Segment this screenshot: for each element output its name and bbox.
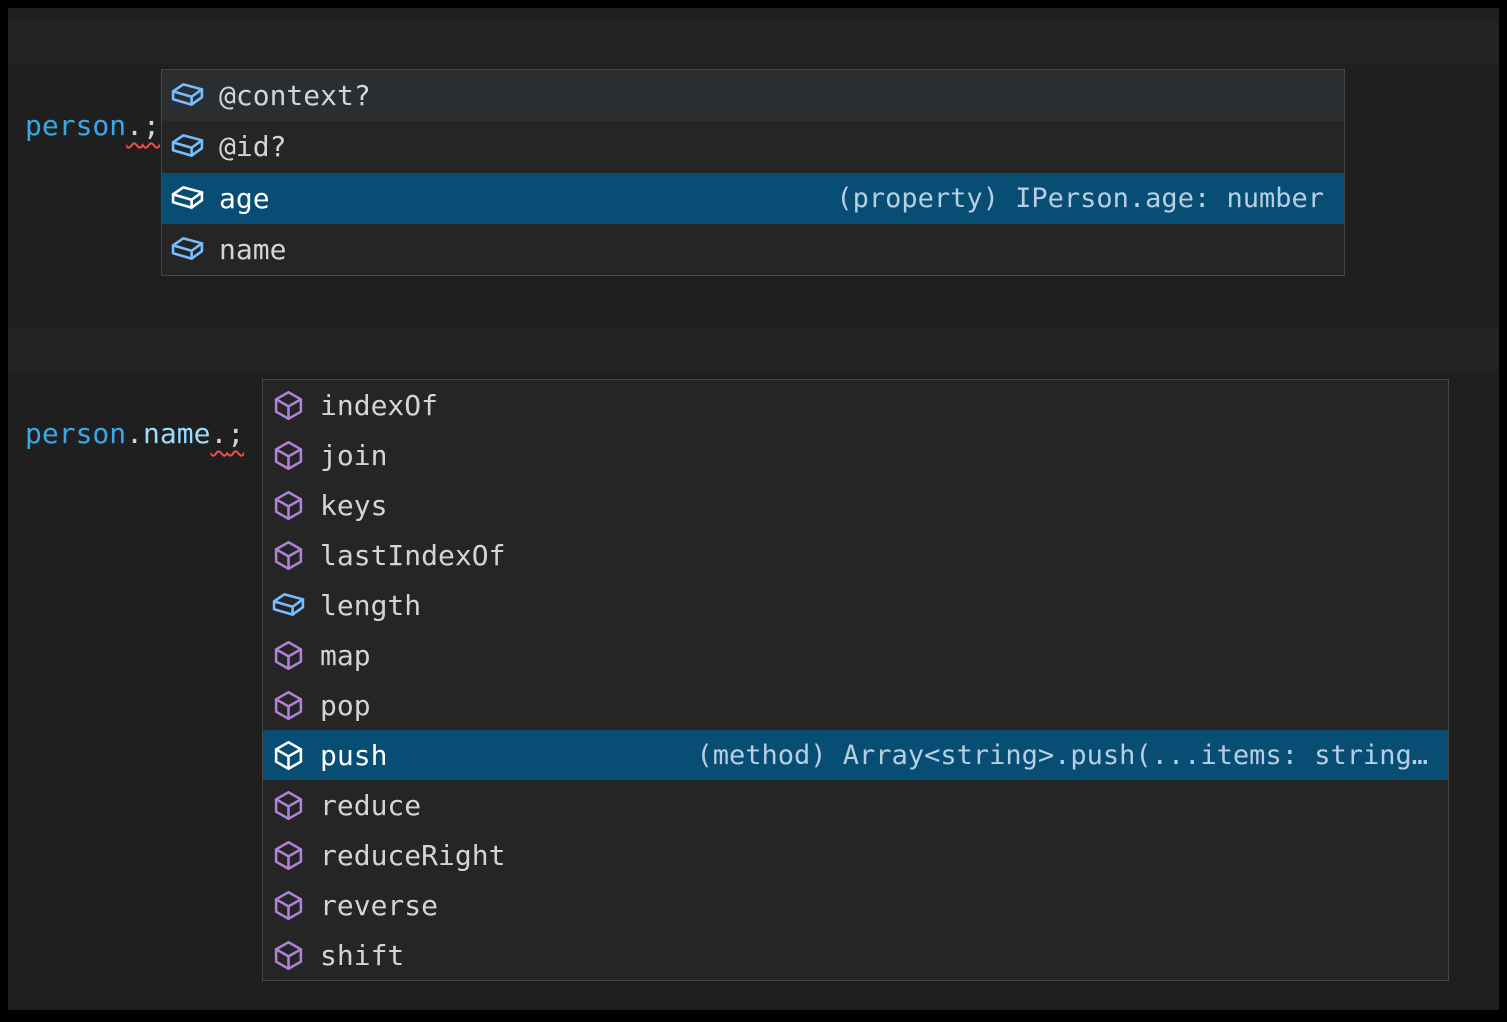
symbol-field-icon [171,236,204,260]
suggest-widget-person-name: indexOf join keys lastIndexOf [262,379,1449,981]
suggestion-item[interactable]: shift [263,930,1448,980]
symbol-method-icon [274,540,303,570]
suggestion-label: map [320,638,371,672]
suggestion-item[interactable]: reduceRight [263,830,1448,880]
symbol-method-icon [274,490,303,520]
suggestion-label: @id? [219,130,287,164]
suggestion-label: push [320,738,388,772]
suggestion-item[interactable]: @id? [162,121,1344,172]
suggestion-item[interactable]: reverse [263,880,1448,930]
suggestion-item[interactable]: name [162,224,1344,275]
suggestion-detail: (property) IPerson.age: number [836,182,1324,214]
code-token: person [25,109,127,142]
symbol-method-icon [274,690,303,720]
symbol-method-icon [274,890,303,920]
symbol-field-icon [171,134,204,158]
suggestion-item[interactable]: pop [263,680,1448,730]
suggestion-detail: (method) Array<string>.push(...items: st… [696,739,1429,771]
suggestion-label: age [219,181,270,215]
symbol-method-icon [274,940,303,970]
symbol-method-icon [274,840,303,870]
suggestion-label: reduceRight [320,838,506,872]
suggestion-label: keys [320,488,388,522]
code-token: . [210,417,228,450]
suggestion-item[interactable]: push (method) Array<string>.push(...item… [263,730,1448,780]
code-token: . [126,417,144,450]
suggestion-label: reduce [320,788,422,822]
symbol-method-icon [274,740,303,770]
code-line-person[interactable]: person.; [25,21,160,147]
symbol-field-icon [272,592,305,616]
symbol-method-icon [274,640,303,670]
suggestion-label: reverse [320,888,439,922]
code-token: person [25,417,127,450]
current-line-highlight [8,21,1499,63]
code-line-person-name[interactable]: person.name.; [25,329,244,455]
code-token: name [143,417,211,450]
suggestion-item[interactable]: join [263,430,1448,480]
suggestion-item[interactable]: map [263,630,1448,680]
suggestion-item[interactable]: reduce [263,780,1448,830]
suggestion-label: join [320,438,388,472]
symbol-method-icon [274,790,303,820]
suggest-widget-person: @context? @id? age (property) IPerson.ag… [161,69,1345,276]
suggestion-label: pop [320,688,371,722]
code-token: ; [227,417,245,450]
code-token: ; [143,109,160,142]
suggestion-label: shift [320,938,405,972]
suggestion-item[interactable]: keys [263,480,1448,530]
suggestion-label: indexOf [320,388,439,422]
symbol-method-icon [274,440,303,470]
symbol-field-icon [171,185,204,209]
current-line-highlight [8,329,1499,371]
code-token: . [126,109,144,142]
suggestion-item[interactable]: age (property) IPerson.age: number [162,172,1344,224]
suggestion-label: length [320,588,422,622]
suggestion-item[interactable]: indexOf [263,380,1448,430]
suggestion-label: lastIndexOf [320,538,506,572]
suggestion-item[interactable]: length [263,580,1448,630]
suggestion-item[interactable]: lastIndexOf [263,530,1448,580]
suggestion-item[interactable]: @context? [162,70,1344,122]
symbol-method-icon [274,390,303,420]
symbol-field-icon [171,83,204,106]
suggestion-label: name [219,232,287,266]
suggestion-label: @context? [219,79,371,113]
